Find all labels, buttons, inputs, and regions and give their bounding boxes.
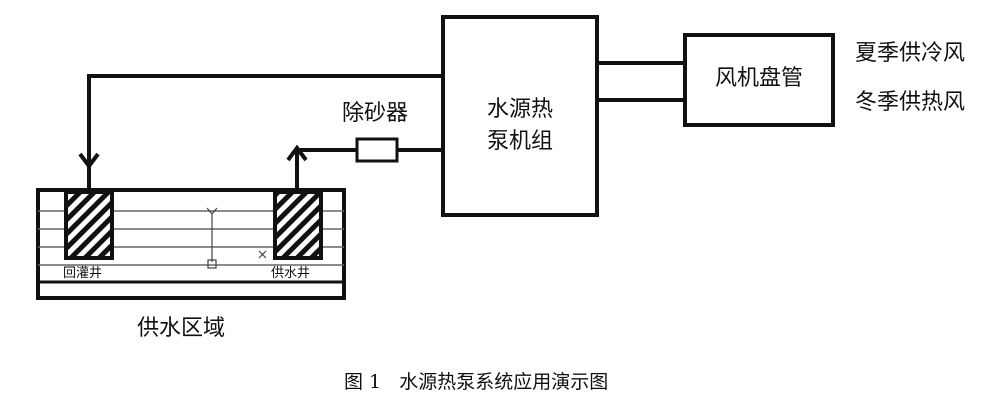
supply-area-label: 供水区域 xyxy=(137,316,226,341)
supply-arrow-icon xyxy=(286,144,308,162)
desander-label: 除砂器 xyxy=(342,101,409,126)
supply-well-label: 供水井 xyxy=(271,266,311,281)
return-arrow-icon xyxy=(78,152,100,170)
supply-well xyxy=(273,190,323,260)
heat-pump-unit-label-line1: 水源热 xyxy=(486,97,553,122)
heat-pump-unit-label: 水源热 泵机组 xyxy=(443,94,597,158)
supply-pipe xyxy=(295,148,357,192)
figure-caption: 图 1 水源热泵系统应用演示图 xyxy=(344,371,609,393)
return-pipe xyxy=(87,74,443,192)
recharge-well-label: 回灌井 xyxy=(63,266,103,281)
recharge-well xyxy=(64,190,114,260)
heat-pump-unit-box xyxy=(441,15,599,217)
fan-coil-label: 风机盘管 xyxy=(714,66,803,91)
fan-coil-box xyxy=(683,33,835,127)
desander-box xyxy=(355,137,399,163)
cross-mark-icon xyxy=(258,250,267,259)
summer-mode-label: 夏季供冷风 xyxy=(855,41,966,66)
winter-mode-label: 冬季供热风 xyxy=(855,90,966,115)
heat-pump-unit-label-line2: 泵机组 xyxy=(486,129,553,154)
water-level-marker xyxy=(207,259,217,269)
